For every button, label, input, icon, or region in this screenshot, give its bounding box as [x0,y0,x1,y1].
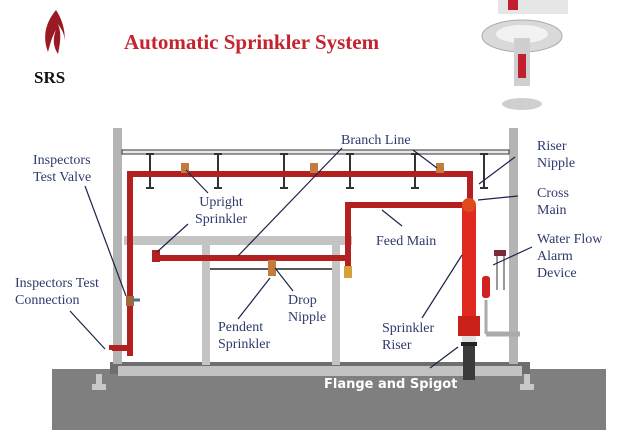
label-drop-nipple: Drop Nipple [288,293,327,325]
label-cross-main: Cross Main [537,186,569,218]
label-riser-nipple: Riser Nipple [537,139,576,171]
hangers [146,153,488,189]
left-wall [113,128,122,364]
leader-lines [69,147,533,369]
upright-sprinklers [181,163,444,173]
pendent-sprinkler [268,260,276,276]
page-title: Automatic Sprinkler System [124,30,380,54]
footing-left [92,384,106,390]
label-inspectors-test-valve: Inspectors Test Valve [33,153,92,185]
branch-line-pipe [127,171,473,356]
brand-name: SRS [34,68,66,87]
label-pendent-sprinkler: Pendent Sprinkler [218,320,271,352]
label-branch-line: Branch Line [341,133,411,148]
inner-column-right [332,245,340,365]
label-upright-sprinkler: Upright Sprinkler [195,195,248,227]
test-valve [126,296,134,306]
footing-right [520,384,534,390]
sprinkler-head-photo-icon [481,0,568,110]
label-flange-and-spigot: Flange and Spigot [324,377,458,392]
cross-main-fitting [462,198,476,212]
right-wall [509,128,518,364]
srs-flame-logo-icon [45,10,65,54]
label-feed-main: Feed Main [376,234,437,249]
flange-and-spigot [463,346,475,380]
test-connection-pipe [109,340,133,351]
mezzanine-beam [124,236,352,245]
sprinkler-riser-pipe [462,205,476,345]
inner-column-left [202,245,210,365]
alarm-valve [458,316,480,336]
valve-end [344,266,352,278]
floor-beam [118,366,522,376]
label-sprinkler-riser: Sprinkler Riser [382,321,435,353]
ceiling-beam [121,149,510,155]
water-flow-alarm-device [482,250,520,337]
label-inspectors-test-connection: Inspectors Test Connection [15,276,99,308]
label-water-flow-alarm-device: Water Flow Alarm Device [537,232,603,281]
ground [52,369,606,430]
